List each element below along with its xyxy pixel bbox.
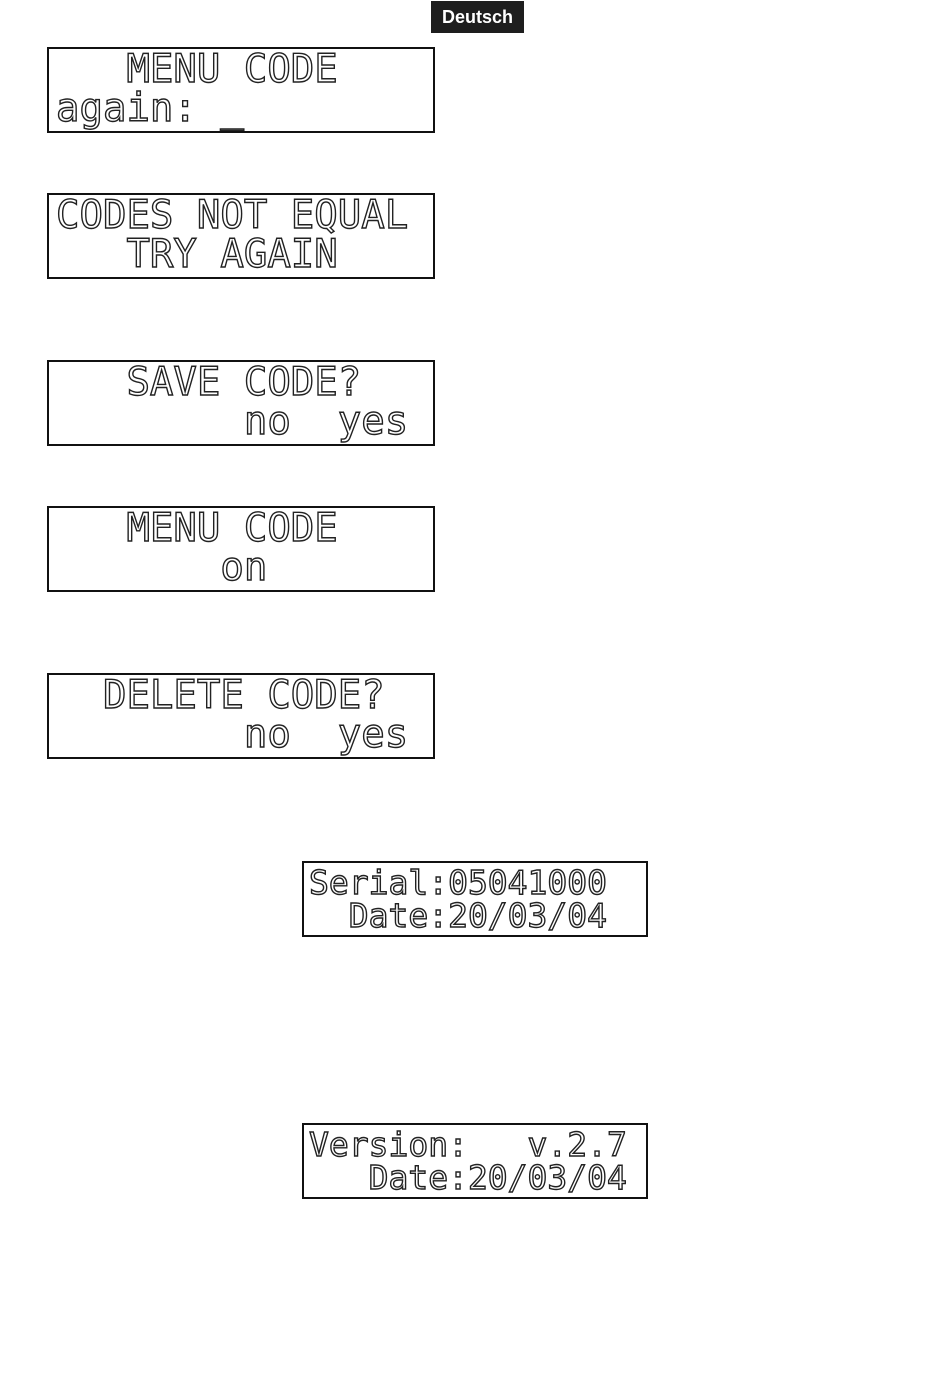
lcd-line-2: no yes [49,715,433,755]
lcd-display-save-code: SAVE CODE? no yes [47,360,435,446]
lcd-line-2: Date:20/03/04 [304,899,646,933]
lcd-line-1: MENU CODE [49,509,433,549]
lcd-line-1: SAVE CODE? [49,363,433,403]
lcd-display-version: Version: v.2.7 Date:20/03/04 [302,1123,648,1199]
lcd-line-2: again: _ [49,89,433,129]
lcd-display-codes-not-equal: CODES NOT EQUAL TRY AGAIN [47,193,435,279]
lcd-display-menu-code-again: MENU CODE again: _ [47,47,435,133]
lcd-line-2: Date:20/03/04 [304,1161,646,1195]
lcd-line-2: on [49,548,433,588]
language-badge: Deutsch [431,1,524,33]
lcd-display-menu-code-on: MENU CODE on [47,506,435,592]
lcd-line-1: Version: v.2.7 [304,1128,646,1162]
lcd-line-2: no yes [49,402,433,442]
lcd-line-1: DELETE CODE? [49,676,433,716]
lcd-line-2: TRY AGAIN [49,235,433,275]
lcd-display-serial: Serial:05041000 Date:20/03/04 [302,861,648,937]
lcd-line-1: CODES NOT EQUAL [49,196,433,236]
lcd-line-1: Serial:05041000 [304,866,646,900]
lcd-display-delete-code: DELETE CODE? no yes [47,673,435,759]
lcd-line-1: MENU CODE [49,50,433,90]
